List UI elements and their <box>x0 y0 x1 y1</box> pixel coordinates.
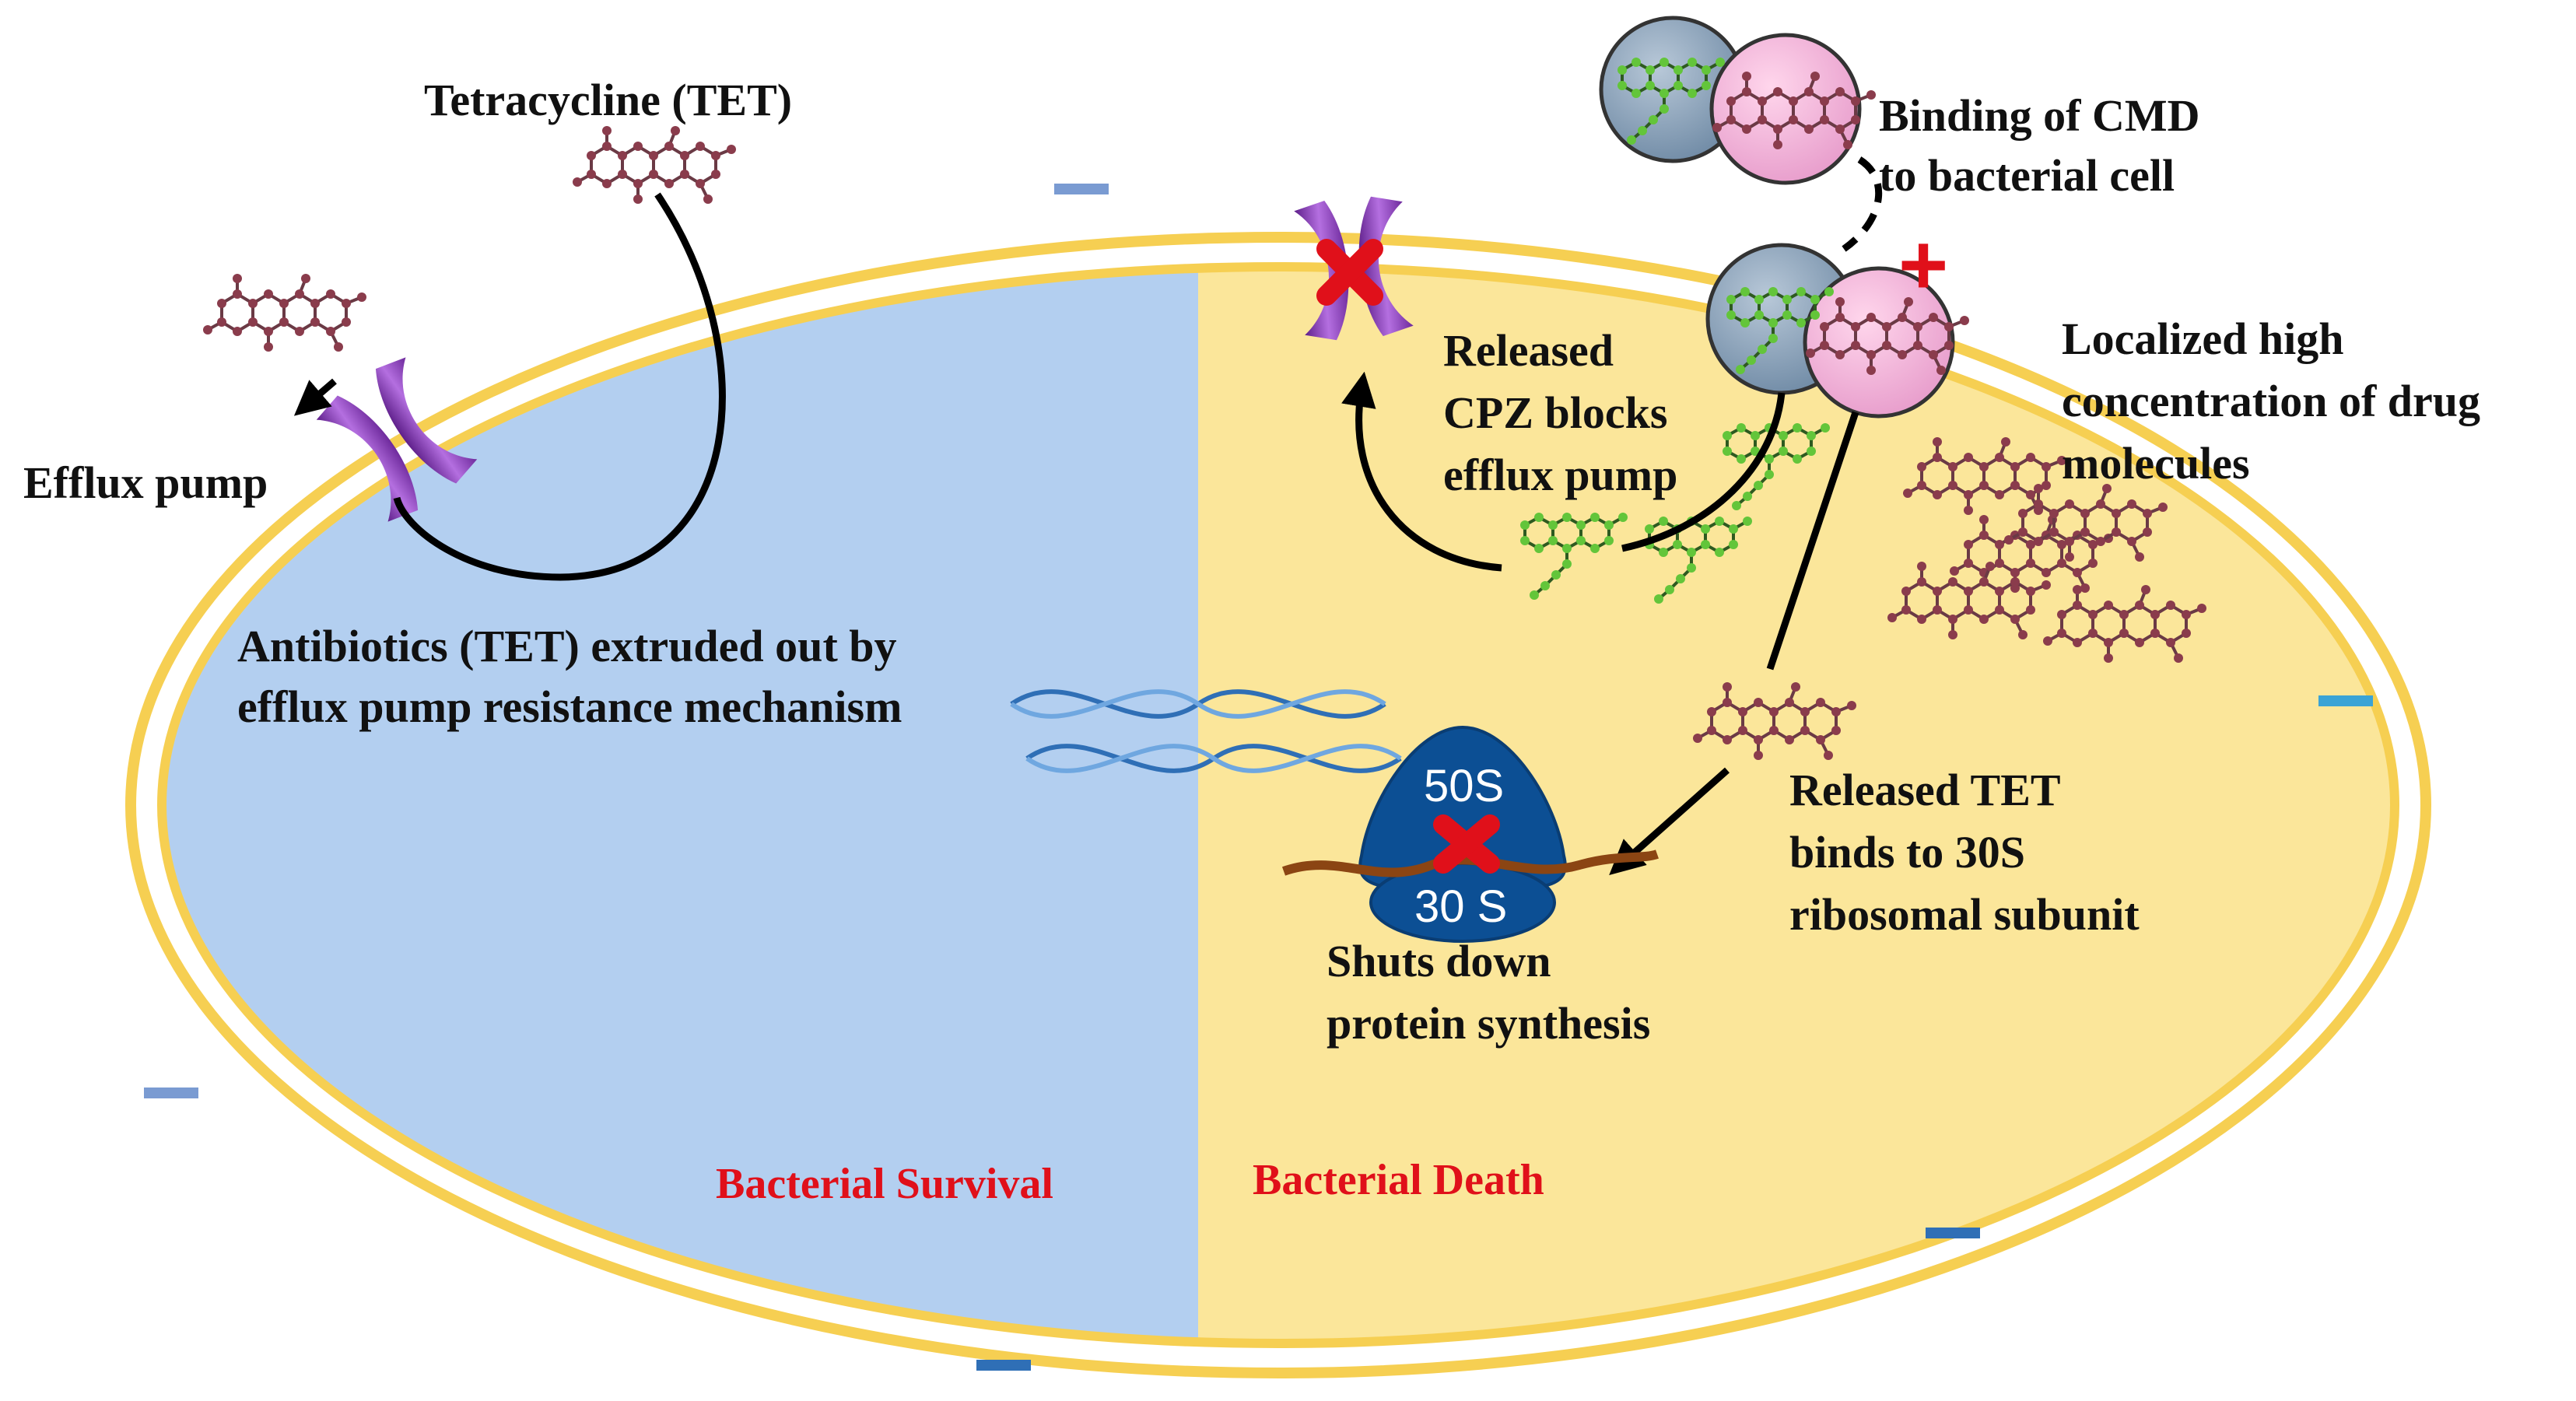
ribosome-icon <box>1281 725 1659 943</box>
released-cpz-line3: efflux pump <box>1443 450 1677 500</box>
shuts-down-line2: protein synthesis <box>1327 998 1650 1049</box>
dna-icon <box>1010 689 1402 773</box>
released-tet-line1: Released TET <box>1789 765 2061 815</box>
binding-label-line1: Binding of CMD <box>1879 90 2200 141</box>
extruded-label-line2: efflux pump resistance mechanism <box>237 681 902 732</box>
positive-charge: + <box>1898 217 1948 313</box>
ribosome-30s-label: 30 S <box>1414 881 1507 932</box>
cmd-nanoparticle-icon <box>1599 16 1877 185</box>
survival-half <box>162 267 1198 1343</box>
binding-dashed-line <box>1842 156 1883 252</box>
released-cpz-line1: Released <box>1443 325 1614 376</box>
bound-cmd-nanoparticle-icon <box>1705 243 1971 419</box>
tetracycline-label: Tetracycline (TET) <box>424 75 792 125</box>
tetracycline-molecule-icon <box>571 124 738 205</box>
bacterial-death-label: Bacterial Death <box>1253 1156 1544 1204</box>
released-tet-line3: ribosomal subunit <box>1789 889 2140 940</box>
tet-to-ribosome-arrow <box>1609 767 1730 875</box>
negative-charges <box>144 184 2373 1371</box>
released-cpz-line2: CPZ blocks <box>1443 387 1667 438</box>
extruded-label-line1: Antibiotics (TET) extruded out by <box>237 621 897 671</box>
efflux-out-arrow <box>293 378 337 416</box>
block-x-icon <box>1316 239 1383 306</box>
shuts-down-line1: Shuts down <box>1327 936 1551 986</box>
tet-release-line <box>1766 411 1859 671</box>
localized-line1: Localized high <box>2062 313 2344 364</box>
released-tet-line2: binds to 30S <box>1789 827 2025 877</box>
bacterial-survival-label: Bacterial Survival <box>716 1160 1053 1208</box>
efflux-pump-label: Efflux pump <box>23 457 268 508</box>
tet-entry-arrow <box>393 192 726 581</box>
cpz-to-pump-arrow <box>1341 371 1502 572</box>
localized-line3: molecules <box>2062 438 2250 489</box>
localized-line2: concentration of drug <box>2062 376 2480 426</box>
extruded-tet-molecule-icon <box>202 272 368 353</box>
cpz-release-line <box>1621 392 1786 552</box>
binding-label-line2: to bacterial cell <box>1879 150 2175 201</box>
ribosome-50s-label: 50S <box>1424 761 1504 811</box>
